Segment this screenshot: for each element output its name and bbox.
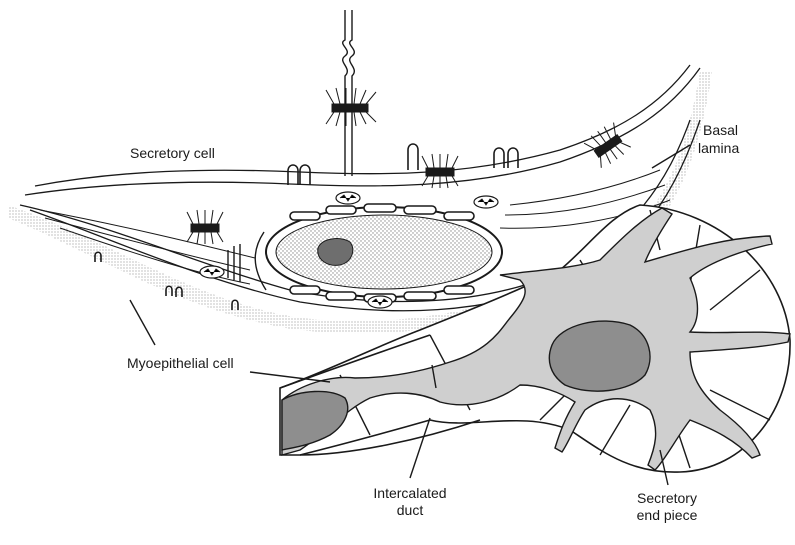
label-secretory-end-piece-line2: end piece: [636, 507, 698, 523]
desmosomes: [186, 87, 631, 245]
leader-lines: [129, 144, 691, 486]
golgi-apparatus: [227, 231, 267, 291]
label-intercalated-duct-line1: Intercalated: [373, 485, 447, 501]
label-myoepithelial-cell: Myoepithelial cell: [127, 355, 234, 371]
nucleolus: [317, 238, 354, 266]
cell-process: [342, 10, 355, 176]
label-intercalated-duct-line2: duct: [396, 502, 424, 518]
intercalated-duct-wall: [279, 334, 481, 456]
myoepithelial-nucleus: [548, 320, 651, 392]
membrane-folds: [94, 143, 519, 310]
nucleus-chromatin: [275, 214, 493, 290]
label-basal-lamina-line1: Basal: [703, 122, 739, 138]
duct-cell-nucleus: [281, 390, 349, 451]
label-basal-lamina-line2: lamina: [698, 140, 740, 156]
mitochondria-cristae: [203, 194, 495, 306]
duct-cell-junction: [431, 364, 437, 389]
label-secretory-end-piece-line1: Secretory: [637, 490, 697, 506]
myoepithelial-cell-body: [281, 207, 791, 471]
endoplasmic-reticulum: [289, 203, 475, 303]
label-secretory-cell: Secretory cell: [130, 145, 215, 161]
